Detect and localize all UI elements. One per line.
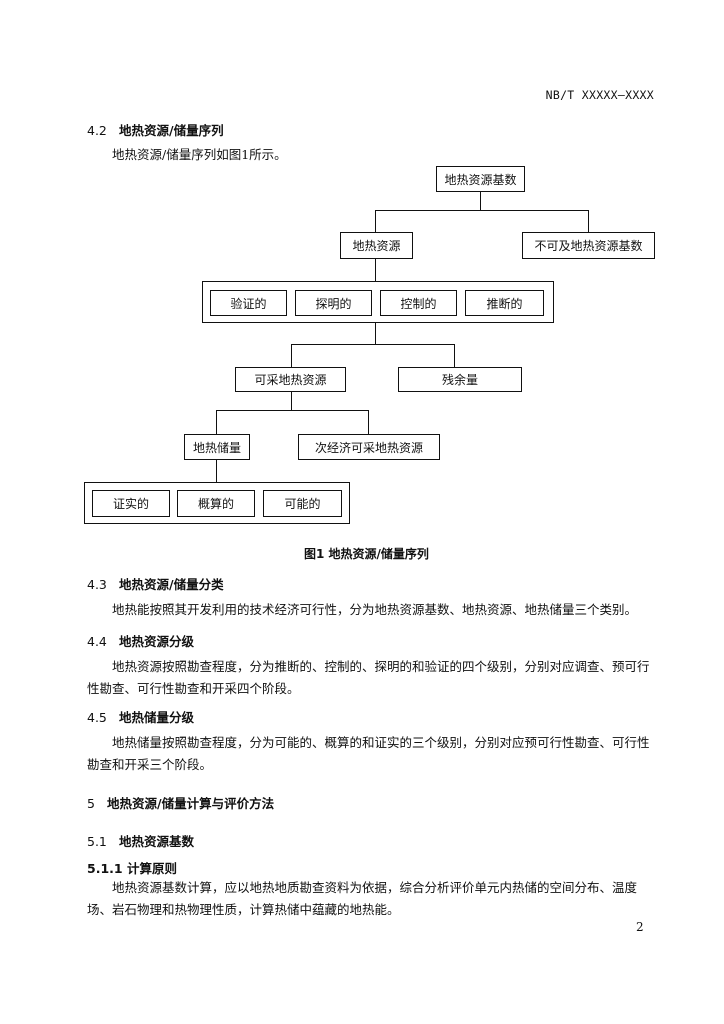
section-title: 地热资源/储量序列 [119, 123, 224, 138]
figure-caption: 图1 地热资源/储量序列 [304, 547, 429, 561]
connector [375, 323, 376, 344]
grade-box-proven: 探明的 [295, 290, 372, 316]
section-number: 4.2 [87, 123, 107, 138]
connector [216, 460, 217, 482]
section-number: 5 [87, 796, 95, 811]
connector [291, 344, 292, 367]
inaccessible-resource-base-box: 不可及地热资源基数 [522, 232, 655, 259]
grade-box-inferred: 推断的 [465, 290, 544, 316]
section-number: 5.1 [87, 834, 107, 849]
section-4-3-heading: 4.3 地热资源/储量分类 [87, 574, 224, 593]
reserve-box-proved: 证实的 [92, 490, 170, 517]
section-title: 地热储量分级 [119, 710, 195, 725]
grade-box-controlled: 控制的 [380, 290, 457, 316]
recoverable-resource-box: 可采地热资源 [235, 367, 346, 392]
connector [375, 259, 376, 281]
connector [368, 410, 369, 434]
connector [375, 210, 376, 232]
reserve-grade-group [84, 482, 350, 524]
section-4-4-paragraph: 地热资源按照勘查程度，分为推断的、控制的、探明的和验证的四个级别，分别对应调查、… [87, 659, 650, 696]
connector [480, 192, 481, 211]
resource-grade-group [202, 281, 554, 323]
connector [588, 210, 589, 232]
section-4-5-paragraph: 地热储量按照勘查程度，分为可能的、概算的和证实的三个级别，分别对应预可行性勘查、… [87, 735, 650, 772]
connector [375, 210, 589, 211]
geothermal-resource-box: 地热资源 [340, 232, 413, 259]
page-number: 2 [636, 920, 644, 934]
section-number: 4.5 [87, 710, 107, 725]
section-4-2-heading: 4.2 地热资源/储量序列 [87, 120, 224, 139]
document-code: NB/T XXXXX—XXXX [545, 88, 654, 102]
reserve-box-probable: 概算的 [177, 490, 255, 517]
subeconomic-resource-box: 次经济可采地热资源 [298, 434, 440, 460]
residual-amount-box: 残余量 [398, 367, 522, 392]
section-5-1-1-heading: 5.1.1 计算原则 [87, 861, 177, 876]
section-5-heading: 5 地热资源/储量计算与评价方法 [87, 793, 274, 812]
section-title: 地热资源/储量分类 [119, 577, 224, 592]
section-title: 地热资源/储量计算与评价方法 [107, 796, 275, 811]
section-title: 地热资源分级 [119, 634, 195, 649]
section-5-1-heading: 5.1 地热资源基数 [87, 831, 194, 850]
section-5-1-1-paragraph: 地热资源基数计算，应以地热地质勘查资料为依据，综合分析评价单元内热储的空间分布、… [87, 880, 638, 917]
connector [216, 410, 369, 411]
connector [291, 392, 292, 411]
section-4-4-heading: 4.4 地热资源分级 [87, 631, 194, 650]
section-number: 4.4 [87, 634, 107, 649]
geothermal-reserve-box: 地热储量 [184, 434, 250, 460]
section-4-2-paragraph: 地热资源/储量序列如图1所示。 [112, 147, 287, 162]
section-number: 4.3 [87, 577, 107, 592]
grade-box-verified: 验证的 [210, 290, 287, 316]
section-4-5-heading: 4.5 地热储量分级 [87, 707, 194, 726]
reserve-box-possible: 可能的 [263, 490, 342, 517]
connector [216, 410, 217, 434]
connector [291, 344, 455, 345]
connector [454, 344, 455, 367]
section-title: 地热资源基数 [119, 834, 195, 849]
section-4-3-paragraph: 地热能按照其开发利用的技术经济可行性，分为地热资源基数、地热资源、地热储量三个类… [112, 602, 638, 617]
root-box: 地热资源基数 [436, 166, 525, 192]
